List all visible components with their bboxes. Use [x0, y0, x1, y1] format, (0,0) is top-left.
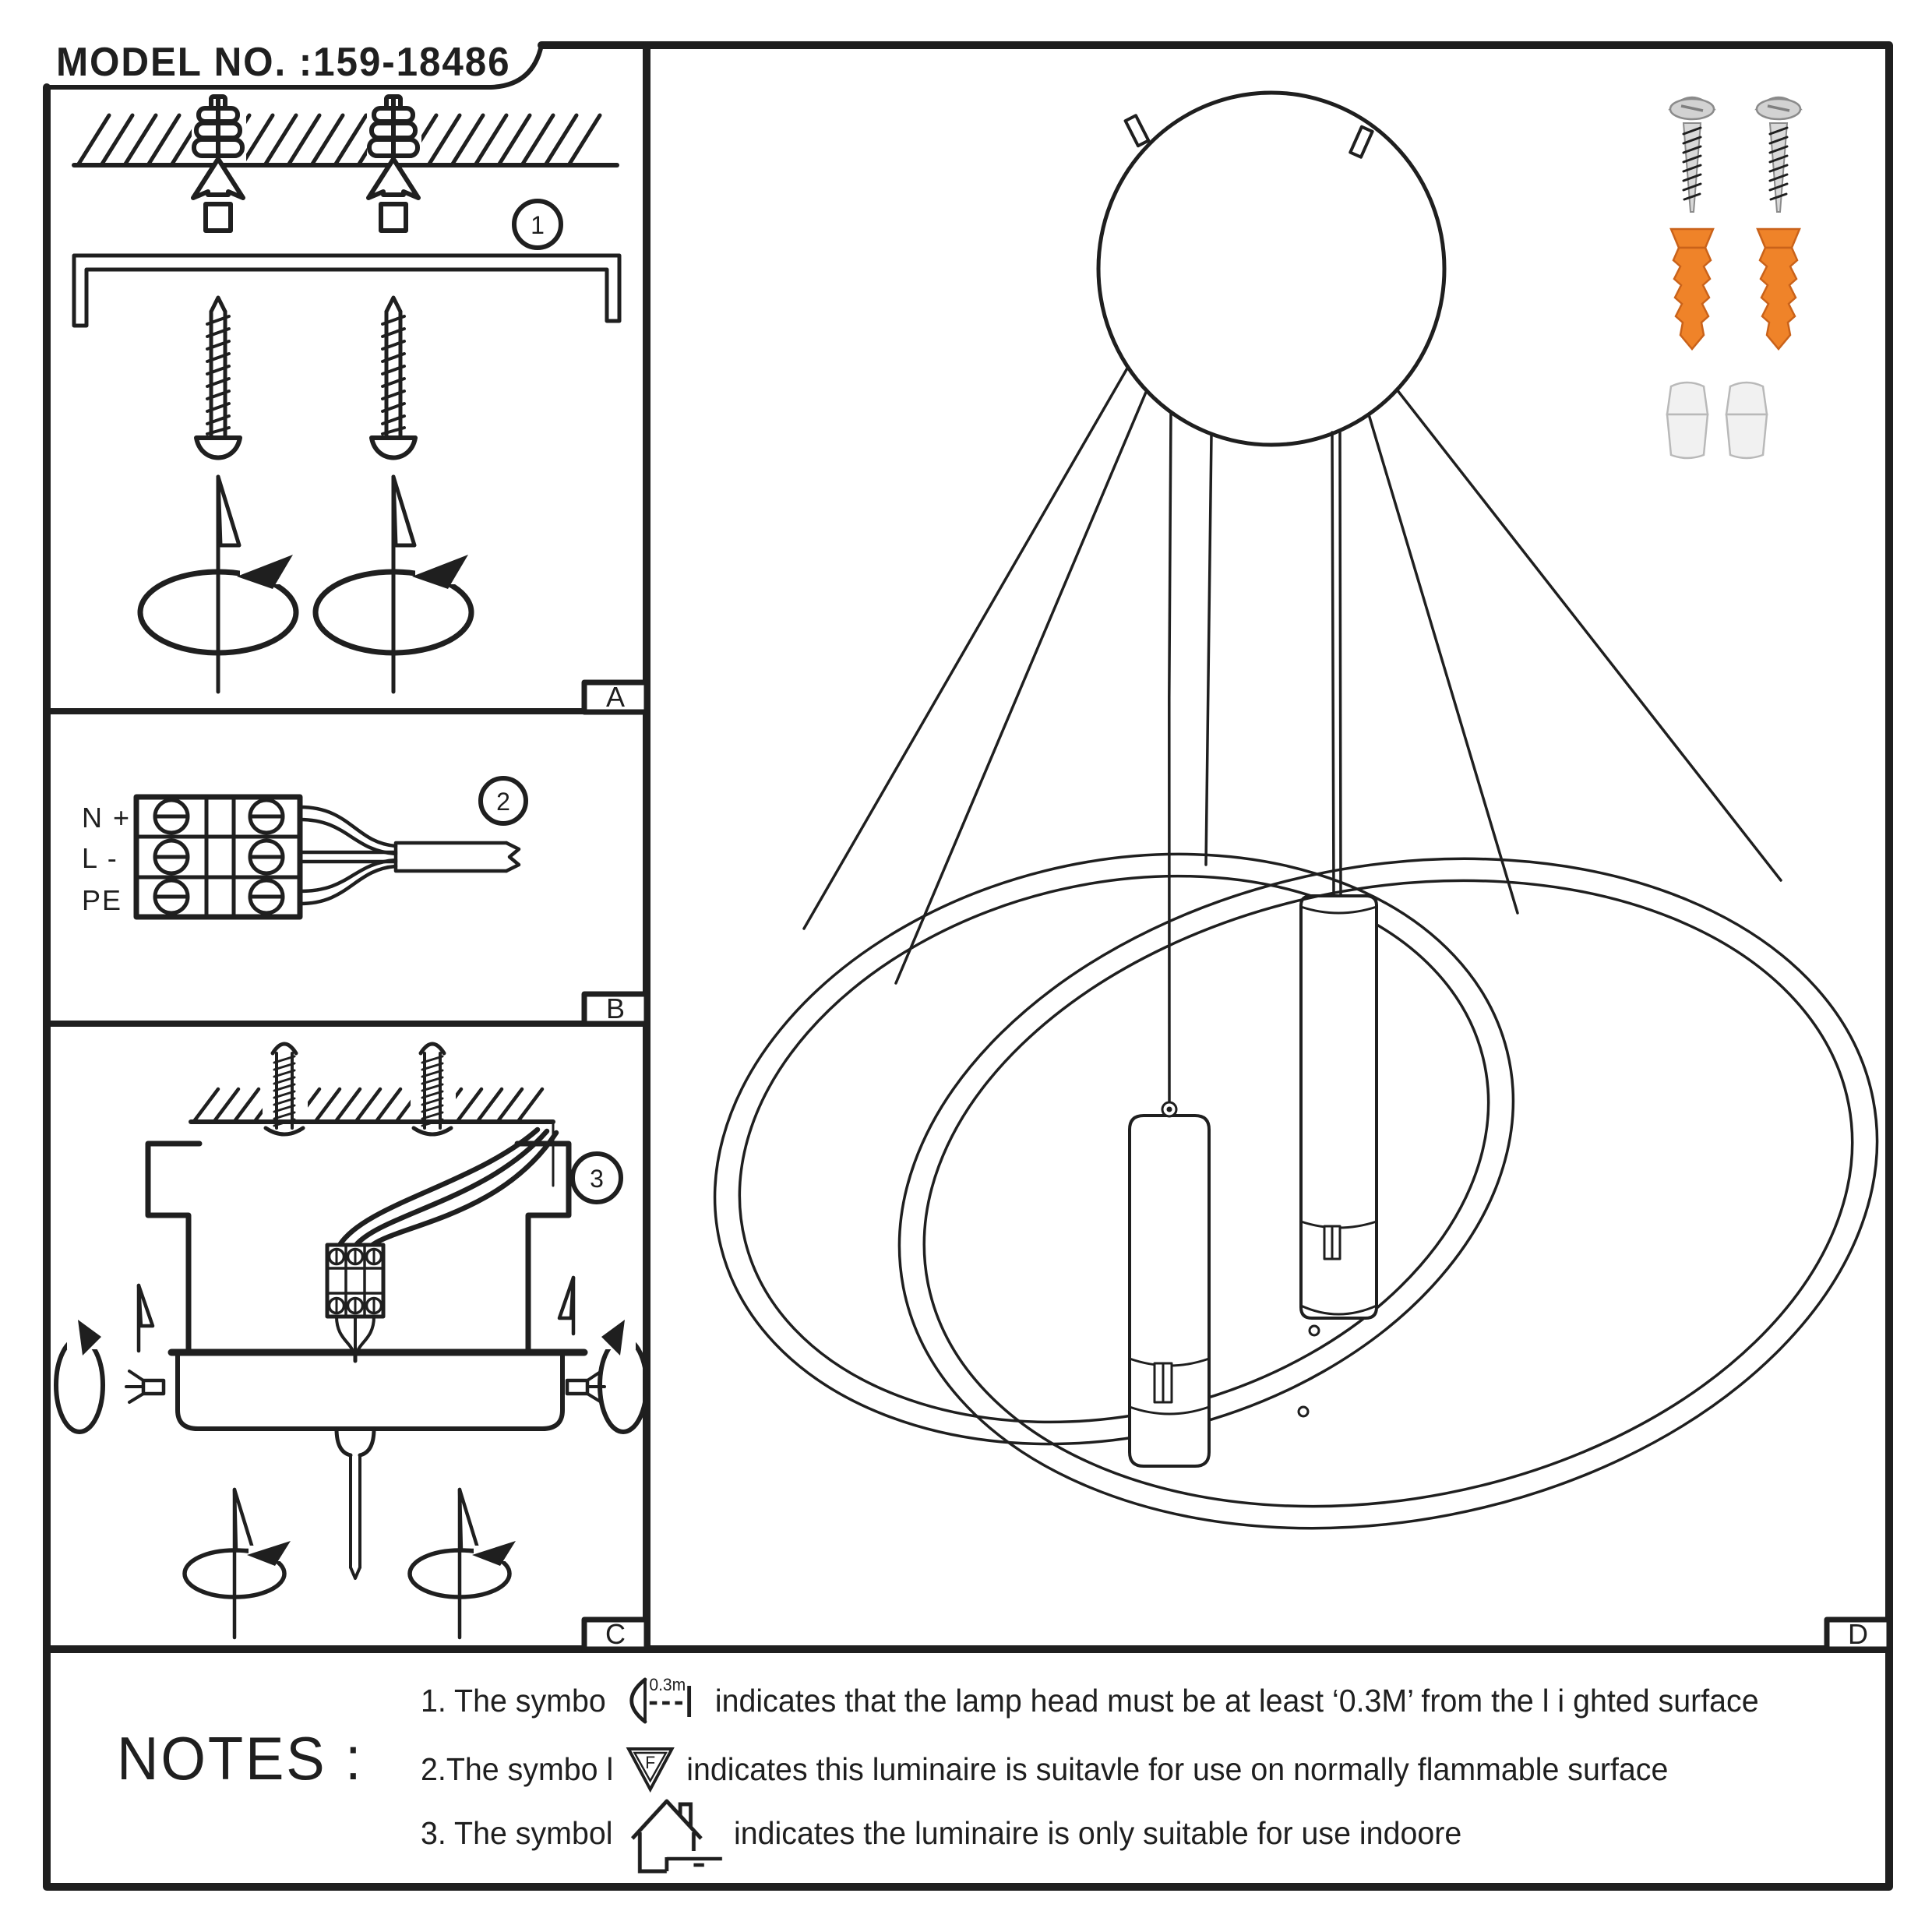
wall-anchor-icon	[367, 94, 420, 164]
panel-letter: D	[1848, 1618, 1868, 1650]
lamp-tube-back-detail	[1299, 1220, 1378, 1316]
rotate-arrow-icon	[407, 1487, 516, 1640]
rotate-arrow-icon	[312, 474, 474, 694]
ceiling-hatch	[192, 1087, 545, 1123]
side-screw-rotate-left	[54, 1283, 166, 1434]
ceiling-canopy	[1096, 90, 1447, 447]
distance-0-3m-icon: 0.3m	[629, 1675, 691, 1724]
note-1-prefix: 1. The symbo	[421, 1682, 606, 1719]
hardware-anchor-icon	[1669, 227, 1715, 351]
terminal-block	[133, 794, 303, 920]
panel-c-diagram: 3	[54, 1042, 649, 1640]
note-line-2: 2.The symbo l F indicates this luminaire…	[421, 1743, 1668, 1795]
panel-label-d: D	[1824, 1616, 1892, 1652]
mounting-bracket	[145, 1141, 572, 1354]
note-2-text: indicates this luminaire is suitavle for…	[686, 1750, 1669, 1787]
panel-letter: C	[605, 1618, 626, 1650]
ring-screw	[1308, 1324, 1320, 1337]
ring-large	[713, 852, 1515, 1446]
hardware-kit	[1666, 96, 1803, 460]
screw-icon	[411, 1042, 453, 1137]
canopy-section	[167, 1349, 588, 1431]
wall-anchor-icon	[192, 94, 245, 164]
hardware-wirenut-icon	[1725, 381, 1768, 460]
pendant-lamp-drawing	[713, 90, 1879, 1530]
suspension-cables	[802, 365, 1782, 1105]
panel-label-c: C	[581, 1616, 650, 1652]
hardware-anchor-icon	[1756, 227, 1801, 351]
power-cable	[334, 1426, 376, 1580]
frame-borders	[43, 41, 1893, 1891]
suspension-cable	[1167, 411, 1172, 1105]
panel-b-diagram: N + L - PE	[82, 776, 528, 920]
step-3-badge: 3	[570, 1151, 623, 1204]
note-2-prefix: 2.The symbo l	[421, 1750, 614, 1787]
terminal-label-n: N +	[82, 802, 131, 834]
canopy-notch	[1123, 114, 1151, 148]
hardware-wirenut-icon	[1666, 381, 1709, 460]
note-1-text: indicates that the lamp head must be at …	[714, 1682, 1759, 1719]
indoor-use-house-icon	[630, 1799, 722, 1874]
screw-icon	[565, 1370, 606, 1404]
ring-screw	[1297, 1405, 1310, 1418]
note-3-text: indicates the luminaire is only suitable…	[734, 1814, 1462, 1851]
panel-letter: B	[606, 992, 625, 1024]
model-number: MODEL NO. :159-18486	[56, 40, 511, 85]
side-screw-rotate-right	[557, 1275, 649, 1434]
wire-cable	[298, 805, 521, 906]
note-line-1: 1. The symbo 0.3m indicates that the lam…	[421, 1675, 1759, 1726]
note-3-prefix: 3. The symbol	[421, 1814, 613, 1851]
panel-a-diagram: 1	[72, 94, 622, 694]
panel-letter: A	[606, 681, 625, 713]
canopy-notch	[1349, 125, 1374, 159]
distance-value: 0.3m	[649, 1675, 686, 1695]
screw-icon	[369, 295, 418, 460]
panel-label-b: B	[581, 991, 650, 1027]
step-3-number: 3	[590, 1165, 604, 1193]
lamp-tube-front	[1128, 1101, 1211, 1468]
screw-icon	[125, 1370, 166, 1404]
supply-wires	[337, 1126, 559, 1248]
terminal-label-l: L -	[82, 842, 118, 874]
note-line-3: 3. The symbol indicates the luminaire is…	[421, 1799, 1462, 1874]
terminal-block	[325, 1243, 386, 1363]
lamp-tube-back	[1299, 894, 1378, 1320]
hardware-screw-icon	[1668, 96, 1716, 213]
up-arrow-icon	[366, 157, 421, 233]
f-letter: F	[645, 1753, 655, 1773]
step-2-badge: 2	[478, 776, 528, 826]
rotate-arrow-icon	[137, 474, 299, 694]
terminal-label-pe: PE	[82, 884, 122, 916]
notes-heading: NOTES :	[117, 1724, 364, 1793]
hardware-screw-icon	[1754, 96, 1803, 213]
screw-icon	[194, 295, 242, 460]
step-2-number: 2	[496, 788, 510, 816]
up-arrow-icon	[191, 157, 245, 233]
ring-small	[897, 857, 1879, 1530]
ceiling-hatch	[76, 113, 602, 167]
rotate-arrow-icon	[182, 1487, 291, 1640]
step-1-number: 1	[531, 211, 545, 239]
f-triangle-icon: F	[626, 1747, 675, 1793]
mounting-bar-profile	[72, 253, 622, 328]
screw-icon	[263, 1042, 305, 1137]
step-1-badge: 1	[512, 199, 563, 250]
panel-label-a: A	[581, 679, 650, 715]
